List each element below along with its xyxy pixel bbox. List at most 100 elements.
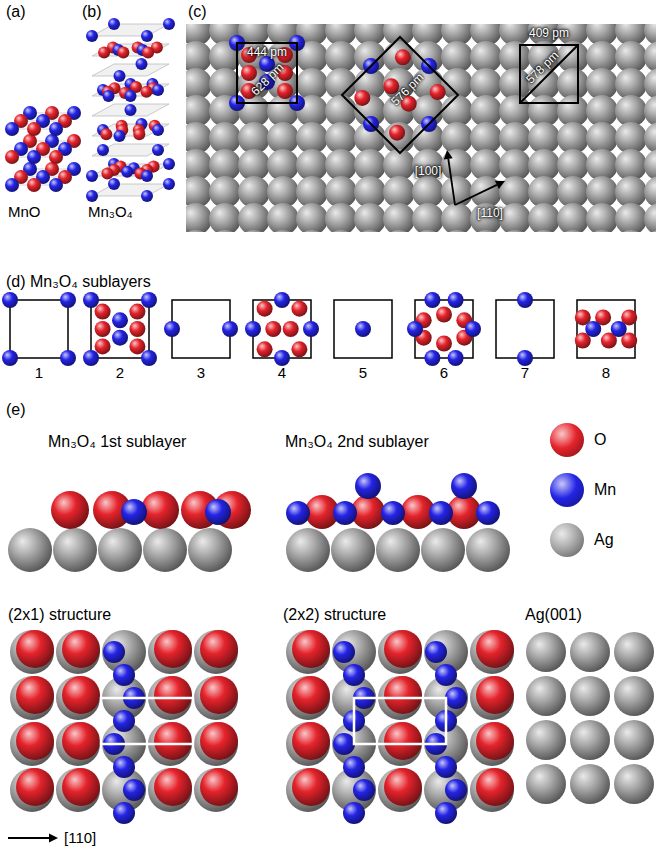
- o-atom: [436, 336, 452, 352]
- mn-atom: [585, 321, 601, 337]
- ag-atom: [644, 230, 656, 232]
- o-atom: [277, 83, 293, 99]
- ag-atom: [644, 41, 656, 73]
- mn-atom: [274, 292, 290, 308]
- o-atom: [292, 722, 330, 760]
- o-atom: [95, 304, 111, 320]
- ag-atom: [528, 203, 560, 232]
- mn-atom: [163, 158, 175, 170]
- ag-atom: [56, 676, 100, 720]
- mn-atom: [114, 70, 126, 82]
- mn-atom: [123, 779, 145, 801]
- ag-atom: [186, 203, 212, 232]
- figure-label: 4: [278, 364, 286, 381]
- ag-atom: [331, 528, 375, 572]
- mn-atom: [152, 124, 164, 136]
- ag-atom: [296, 203, 328, 232]
- o-atom: [98, 46, 110, 58]
- mn-atom: [113, 664, 135, 686]
- mn-atom: [152, 144, 164, 156]
- mn-atom: [103, 90, 115, 102]
- mn-atom: [121, 166, 133, 178]
- ag-atom: [644, 95, 656, 127]
- mn-atom: [451, 473, 477, 499]
- ag-atom: [526, 720, 566, 760]
- mn-atom: [49, 122, 63, 136]
- figure-label: Mn₃O₄ 1st sublayer: [48, 433, 186, 451]
- o-atom: [140, 86, 152, 98]
- o-atom: [200, 630, 238, 668]
- direction-arrow: [448, 159, 455, 205]
- ag-atom: [470, 630, 514, 674]
- mn-atom: [286, 501, 310, 525]
- ag-atom: [644, 68, 656, 100]
- ag-atom: [526, 676, 566, 716]
- ag-atom: [186, 176, 212, 208]
- mn-atom: [5, 178, 19, 192]
- mn-atom: [333, 641, 355, 663]
- mn-atom: [435, 802, 457, 824]
- ag-atom: [286, 768, 330, 812]
- sublayer-plane: [92, 184, 169, 196]
- mn-atom: [424, 350, 440, 366]
- ag-atom: [10, 722, 54, 766]
- mn-atom: [114, 130, 126, 142]
- ag-atom: [194, 676, 238, 720]
- ag-atom: [148, 768, 192, 812]
- ag-atom: [186, 230, 212, 232]
- sublayer-frame: [334, 300, 392, 358]
- ag-atom: [383, 203, 415, 232]
- sublayer-squares: [2, 292, 637, 366]
- figure-label: [110]: [64, 829, 96, 846]
- mn-atom: [141, 350, 157, 366]
- o-atom: [384, 630, 422, 668]
- figure-label: 7: [521, 364, 529, 381]
- mn-atom: [113, 802, 135, 824]
- ag-atom: [570, 676, 610, 716]
- o-atom: [354, 90, 370, 106]
- mn-atom: [113, 756, 135, 778]
- o-atom: [142, 46, 154, 58]
- o-atom: [200, 722, 238, 760]
- ag-atom: [186, 122, 212, 154]
- mn-atom: [60, 350, 76, 366]
- ag-atom: [194, 768, 238, 812]
- o-atom: [476, 630, 514, 668]
- mn-atom: [83, 350, 99, 366]
- mno-structure: [5, 106, 81, 192]
- mn-atom: [303, 321, 319, 337]
- o-atom: [384, 676, 422, 714]
- ag-atom: [614, 720, 654, 760]
- figure-label: 1: [35, 364, 43, 381]
- mn-atom: [141, 30, 153, 42]
- o-atom: [436, 307, 452, 323]
- mn-atom: [245, 321, 261, 337]
- surface-cell: [568, 718, 612, 762]
- ag-atom: [412, 149, 444, 181]
- ag-atom: [570, 764, 610, 804]
- ag-atom: [354, 203, 386, 232]
- ag-atom: [412, 41, 444, 73]
- figure-label: (d) Mn₃O₄ sublayers: [6, 273, 151, 291]
- o-atom: [5, 150, 19, 164]
- ag-atom: [325, 230, 357, 232]
- ag-atom: [186, 41, 212, 73]
- ag-atom: [194, 722, 238, 766]
- ag-atom: [570, 632, 610, 672]
- mn-atom: [163, 178, 175, 190]
- mn-atom: [476, 501, 500, 525]
- mn-atom: [141, 170, 153, 182]
- ag-atom: [286, 722, 330, 766]
- ag-atom: [526, 764, 566, 804]
- o-atom: [62, 768, 100, 806]
- mn-atom: [429, 501, 453, 525]
- ag-atom: [238, 230, 270, 232]
- ag-atom: [186, 68, 212, 100]
- o-atom: [384, 768, 422, 806]
- mn-atom: [435, 664, 457, 686]
- mn-atom: [343, 756, 365, 778]
- ag-atom: [644, 122, 656, 154]
- ag-atom: [614, 676, 654, 716]
- mn-atom: [381, 501, 405, 525]
- ag-atom: [188, 528, 232, 572]
